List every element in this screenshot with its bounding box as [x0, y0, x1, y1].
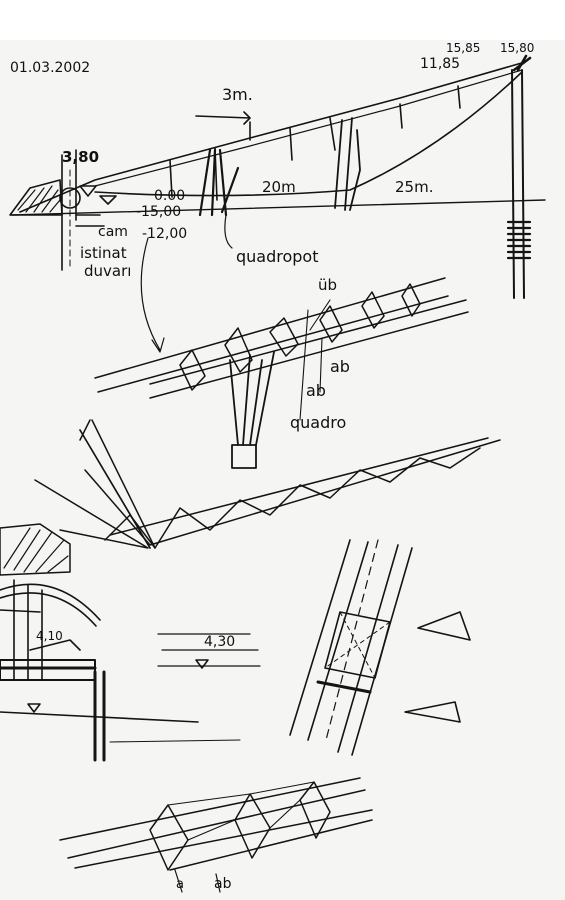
level-label-top-a: 15,85 — [446, 41, 480, 55]
roof-truss-section — [9, 54, 546, 353]
truss-perspective — [94, 277, 469, 469]
level-label-minus15: -15,00 — [136, 204, 181, 220]
label-quadro: quadro — [290, 413, 346, 432]
annotations: 01.03.2002 15,85 15,80 11,85 3m. 3,80 0.… — [10, 41, 534, 892]
level-label-left: 3,80 — [62, 148, 99, 166]
label-istinat: istinat — [80, 244, 127, 262]
span-label-3m: 3m. — [222, 85, 253, 104]
sketch-date: 01.03.2002 — [10, 60, 90, 76]
level-label-zero: 0.00 — [154, 188, 185, 204]
level-label-top-b: 11,85 — [420, 56, 460, 72]
level-label-top-c: 15,80 — [500, 41, 534, 55]
level-label-410: 4,10 — [36, 629, 63, 643]
label-quadropot: quadropot — [236, 247, 319, 266]
level-label-430: 4,30 — [204, 634, 235, 650]
paper-top-margin — [0, 0, 565, 40]
beam-plan — [289, 539, 471, 756]
span-label-25m: 25m. — [395, 178, 433, 196]
level-label-minus12: -12,00 — [142, 226, 187, 242]
span-label-20m: 20m — [262, 178, 296, 196]
label-ub: üb — [318, 276, 337, 294]
bottom-truss — [59, 777, 373, 893]
left-detail-section — [0, 579, 261, 762]
label-a: a — [176, 877, 184, 892]
label-duvari: duvarı — [84, 262, 131, 280]
label-ab-upper: ab — [330, 357, 350, 376]
label-cam: cam — [98, 224, 128, 240]
zigzag-roof — [0, 419, 501, 576]
label-ab-bottom: ab — [214, 876, 232, 892]
label-ab-lower: ab — [306, 381, 326, 400]
